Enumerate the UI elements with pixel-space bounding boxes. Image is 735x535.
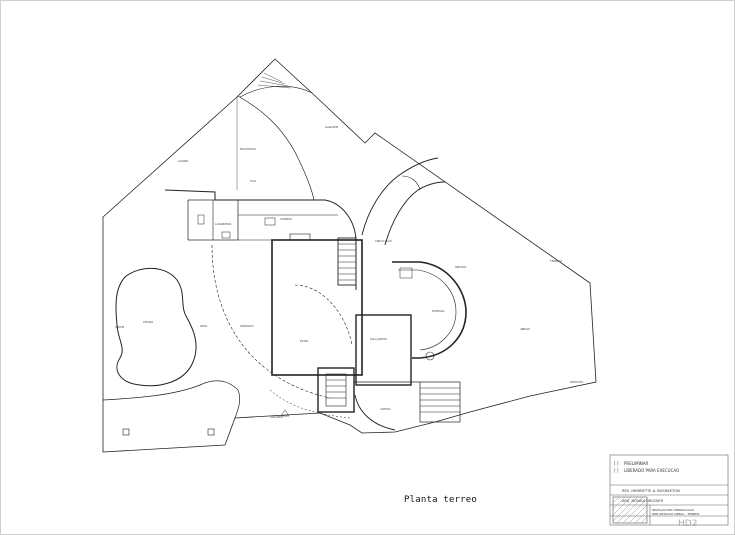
room-label: COZINHA (280, 217, 292, 221)
east-room-fixture (399, 267, 413, 279)
room-label: VARANDA (270, 415, 283, 419)
title-block-project-line1: INSTALACOES HIDRAULICAS (652, 508, 694, 512)
south-building-curve (354, 394, 396, 431)
house-main-volume (271, 239, 363, 376)
dashed-drive-arc (269, 389, 351, 419)
house-service-volume (355, 314, 412, 386)
toilet-fixture (197, 214, 205, 225)
room-label: ENTRADA (432, 309, 445, 313)
stairs-east (419, 381, 461, 423)
room-label: ESTAR (300, 339, 308, 343)
north-arrow-icon (280, 409, 290, 417)
kitchen-counter (289, 233, 311, 241)
stairs-upper (337, 237, 357, 286)
room-label: PISCINA (143, 320, 153, 324)
door-swing (401, 175, 421, 191)
room-label: SALA JANTAR (370, 337, 387, 341)
status-marker: [ ] (614, 461, 619, 466)
room-label: HALL (250, 179, 257, 183)
room-label: DECK (200, 324, 207, 328)
walkway-west-edge (361, 157, 439, 236)
title-block-logo (612, 496, 648, 524)
title-block-client: RES. HENRIETTE A. BUSHKETON (622, 489, 680, 493)
front-arc (239, 85, 313, 98)
room-label: SERVICO (455, 265, 466, 269)
east-room-round-fixture (425, 351, 435, 361)
room-label: ACESSO (380, 407, 391, 411)
logo-hatch (612, 496, 648, 524)
room-label: GARAGEM (325, 125, 338, 129)
dashed-garden-arc (211, 244, 331, 399)
stairs-lower (317, 367, 355, 413)
title-block (609, 454, 729, 526)
status-label-liberado: LIBERADO PARA EXECUCAO (624, 468, 679, 473)
title-block-architect: ARQ. MONICA DRUCKER (622, 499, 664, 503)
room-label: JARDIM (114, 325, 124, 329)
kitchen-fixture (264, 217, 276, 226)
room-label: ESCRITORIO (240, 147, 256, 151)
status-label-preliminar: PRELIMINAR (624, 461, 648, 466)
drawing-caption: Planta terreo (404, 495, 478, 505)
east-curved-room (392, 261, 467, 359)
service-wing (164, 189, 357, 290)
room-label: LAVABO (178, 159, 188, 163)
walkway-east-edge (384, 181, 446, 246)
dashed-living-arc (294, 284, 353, 346)
room-label: ABRIGO (520, 327, 530, 331)
pool (115, 267, 197, 387)
title-block-sheet-code: HD2 (678, 519, 697, 529)
deck-edge (102, 380, 240, 419)
room-label: LAVANDERIA (215, 222, 232, 226)
corner-hatch (257, 72, 292, 89)
planter-east (207, 428, 215, 436)
planter-west (122, 428, 130, 436)
room-label: DEPOSITO (570, 380, 583, 384)
title-block-project-line2: IMPLANTACAO GERAL - TERREO (652, 512, 700, 516)
room-label: TERRACO (550, 259, 562, 263)
room-label: CIRCULACAO (375, 239, 392, 243)
lot-boundary (102, 58, 597, 453)
sink-fixture (221, 231, 231, 239)
room-label: GRAMADO (240, 324, 254, 328)
status-marker: [ ] (614, 468, 619, 473)
north-boundary-curve (237, 95, 315, 201)
room-labels-layer: JARDIM PISCINA DECK GRAMADO ESTAR SALA J… (114, 125, 583, 419)
